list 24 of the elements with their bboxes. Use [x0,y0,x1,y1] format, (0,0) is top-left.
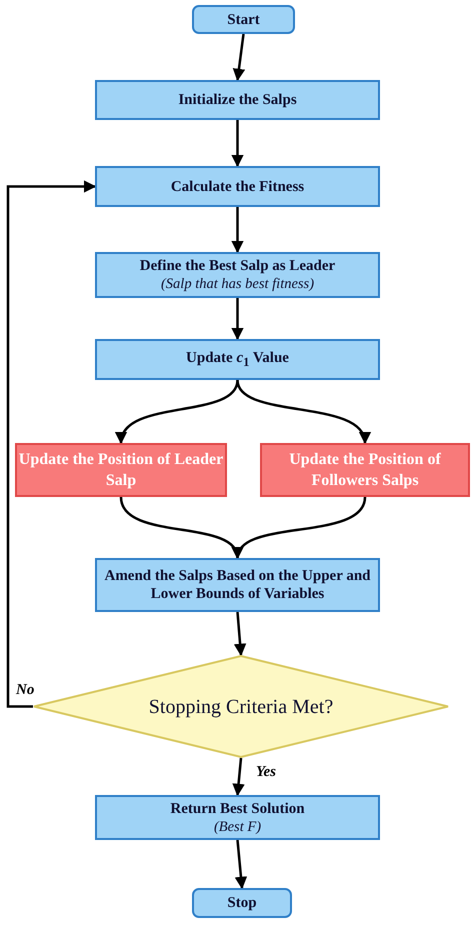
node-label: Update c$_{1}$ Value [186,348,289,370]
node-note: (Salp that has best fitness) [160,275,314,293]
process-box [95,252,380,298]
decision-diamond [33,655,449,758]
node-label: Update the Position of Leader Salp [18,450,224,491]
node-label: Calculate the Fitness [170,178,304,196]
node-note: (Best F) [214,818,262,836]
node-label: Update the Position of Followers Salps [288,450,442,491]
node-label: Start [227,10,260,28]
process-box [260,443,470,497]
node-label: Amend the Salps Based on the Upper and Lower Bounds of Variables [103,567,372,603]
node-label: Define the Best Salp as Leader [140,257,336,275]
process-box [15,443,227,497]
process-box [95,558,380,612]
process-box [95,795,380,840]
node-label: Initialize the Salps [178,91,297,109]
node-label: Stopping Criteria Met? [148,698,334,716]
process-box [95,339,380,380]
node-label: Return Best Solution [170,800,305,818]
node-label: Stop [227,894,257,912]
terminal-box [192,5,295,34]
process-box [95,80,380,120]
terminal-box [192,888,292,918]
process-box [95,166,380,207]
